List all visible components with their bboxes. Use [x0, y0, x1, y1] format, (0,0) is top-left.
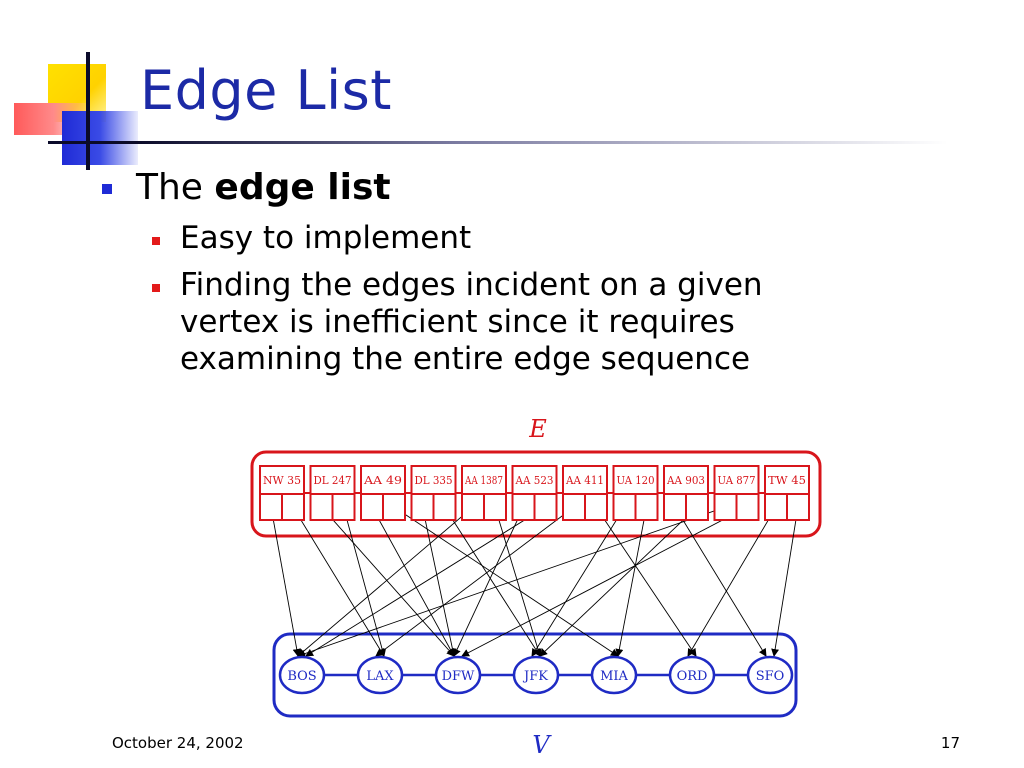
vertex-bos: BOS	[278, 655, 326, 695]
vertex-ellipse	[668, 655, 716, 695]
edge-label: DL 247	[314, 474, 352, 487]
slide-title: Edge List	[140, 59, 392, 122]
connection-arrow	[343, 506, 387, 657]
square-bullet-icon	[102, 184, 112, 194]
vertex-nodes: BOS LAX DFW JFK MIA ORD SFO	[278, 655, 794, 695]
edge-box-dl-247: DL 247	[309, 465, 356, 521]
connection-arrow	[422, 506, 457, 657]
connection-arrow	[687, 506, 777, 657]
vertex-ord: ORD	[668, 655, 716, 695]
vertex-label: JFK	[522, 669, 548, 684]
edge-label: AA 411	[565, 474, 604, 487]
connection-arrow	[615, 506, 647, 657]
connection-arrow	[371, 506, 455, 657]
vertex-lax: LAX	[356, 655, 404, 695]
connection-arrow	[461, 506, 748, 657]
logo-vertical-line	[86, 52, 90, 170]
vertex-ellipse	[746, 655, 794, 695]
sub-bullet-2: Finding the edges incident on a given ve…	[100, 267, 880, 378]
edge-label: TW 45	[768, 474, 806, 487]
edge-label: AA 523	[515, 474, 554, 487]
vertex-sfo: SFO	[746, 655, 794, 695]
connection-arrow	[595, 506, 697, 657]
vertex-set-label: V	[532, 731, 552, 759]
title-underline	[48, 141, 948, 144]
bullet-main-prefix: The	[136, 167, 215, 208]
connection-arrow	[393, 506, 619, 657]
edge-box-tw-45: TW 45	[764, 465, 810, 521]
connection-arrow	[297, 506, 726, 658]
connection-arrow	[444, 506, 541, 657]
square-bullet-icon	[152, 237, 160, 245]
edge-box-aa-903: AA 903	[663, 465, 709, 521]
connection-arrow	[539, 506, 698, 657]
vertex-label: DFW	[442, 669, 475, 684]
edge-box-aa-411: AA 411	[562, 465, 608, 521]
edge-box-ua-120: UA 120	[612, 465, 659, 521]
vertex-ellipse	[278, 655, 326, 695]
footer-date: October 24, 2002	[112, 734, 244, 752]
connection-arrow	[297, 506, 474, 657]
edge-box-aa-523: AA 523	[511, 465, 558, 521]
edge-box-aa-1387: AA 1387	[461, 465, 507, 521]
vertex-ellipse	[434, 655, 482, 695]
bullet-main-emphasis: edge list	[214, 167, 391, 208]
connection-arrow	[305, 506, 546, 657]
edge-label: UA 120	[617, 474, 655, 487]
vertex-label: ORD	[677, 669, 708, 684]
vertex-dfw: DFW	[434, 655, 482, 695]
sub-bullet-1-text: Easy to implement	[180, 220, 472, 256]
vertex-ellipse	[590, 655, 638, 695]
connection-arrow	[531, 506, 625, 657]
vertex-ellipse	[356, 655, 404, 695]
footer-page-number: 17	[940, 734, 960, 752]
connection-arrows	[270, 506, 799, 658]
connection-arrow	[321, 506, 455, 657]
vertex-label: SFO	[756, 669, 785, 684]
edge-label: AA 903	[666, 474, 705, 487]
vertex-label: MIA	[600, 669, 628, 684]
vertex-label: LAX	[366, 669, 394, 684]
bullet-list: The edge list Easy to implement Finding …	[100, 166, 880, 378]
edge-box-aa-49: AA 49	[360, 465, 406, 521]
edge-boxes: NW 35 DL 247 AA 49 DL 335 AA 1387 AA 523 AA 41…	[259, 465, 810, 521]
vertex-jfk: JFK	[512, 655, 560, 695]
square-bullet-icon	[152, 284, 160, 292]
edge-label: DL 335	[415, 474, 453, 487]
edge-label: AA 49	[363, 474, 402, 487]
edge-label: AA 1387	[464, 474, 503, 487]
bullet-main: The edge list	[100, 166, 880, 210]
edge-set-label: E	[528, 415, 547, 443]
sub-bullet-1: Easy to implement	[100, 220, 880, 257]
connection-arrow	[453, 506, 524, 657]
sub-bullet-2-line-1: Finding the edges incident on a given	[180, 267, 763, 303]
logo-blue-square	[62, 111, 138, 165]
connection-arrow	[270, 506, 301, 657]
edge-label: UA 877	[718, 474, 756, 487]
vertex-label: BOS	[287, 669, 316, 684]
vertex-mia: MIA	[590, 655, 638, 695]
sub-bullet-2-line-2: vertex is inefficient since it requires	[180, 304, 735, 340]
edge-box-nw-35: NW 35	[259, 465, 305, 521]
sub-bullet-2-line-3: examining the entire edge sequence	[180, 341, 751, 377]
edge-box-ua-877: UA 877	[713, 465, 760, 521]
connection-arrow	[494, 506, 542, 657]
vertex-sequence-container	[272, 632, 798, 718]
connection-arrow	[674, 506, 767, 657]
connection-arrow	[375, 506, 575, 657]
connection-arrow	[771, 506, 799, 657]
edge-label: NW 35	[263, 474, 301, 487]
vertex-ellipse	[512, 655, 560, 695]
edge-box-dl-335: DL 335	[410, 465, 457, 521]
